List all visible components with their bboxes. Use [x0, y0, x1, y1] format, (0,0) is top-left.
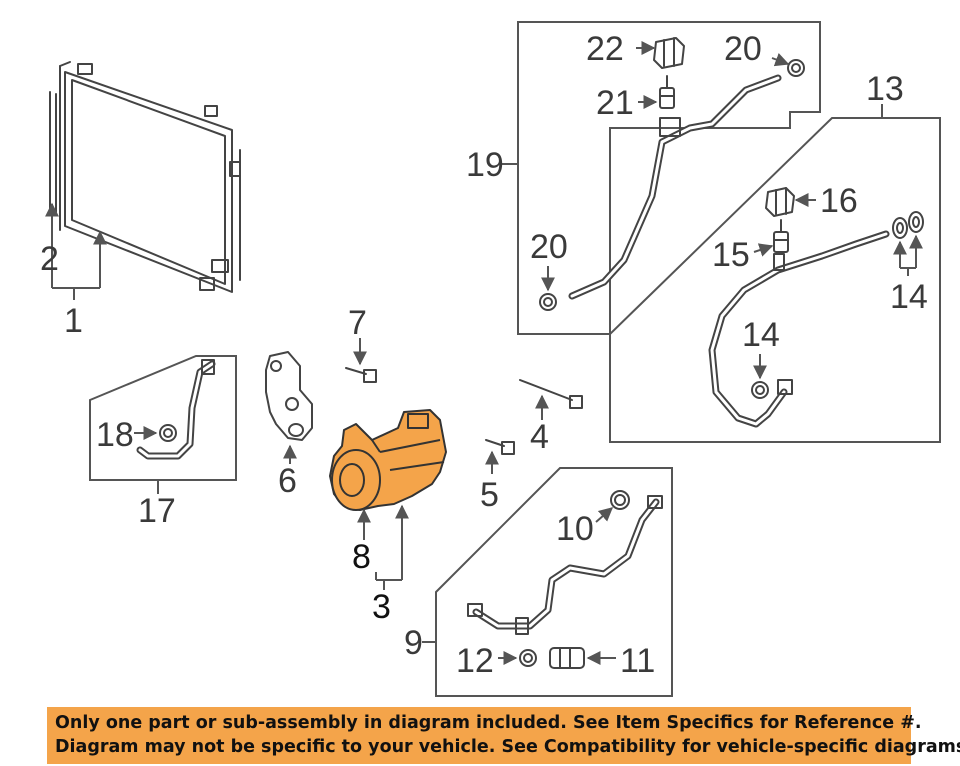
- callout-12: 12: [456, 642, 494, 680]
- callout-6: 6: [278, 462, 297, 500]
- box-19: [517, 21, 821, 335]
- box-9: [435, 467, 673, 697]
- callout-18: 18: [96, 416, 134, 454]
- bracket-6-part: [265, 351, 313, 441]
- box-17: [89, 355, 237, 481]
- valve-15-part: [773, 219, 789, 253]
- leader-14-upper: [893, 234, 923, 276]
- callout-20-upper: 20: [724, 30, 762, 68]
- callout-3: 3: [372, 588, 391, 626]
- leader-2-1: [45, 202, 107, 300]
- oring-10-part: [610, 490, 630, 510]
- callout-2: 2: [40, 240, 59, 278]
- valve-11-part: [549, 647, 585, 669]
- box-13: [609, 117, 941, 443]
- callout-4: 4: [530, 418, 549, 456]
- callout-11: 11: [620, 642, 655, 680]
- bolt-5-part: [485, 439, 515, 455]
- callout-14-upper: 14: [890, 278, 928, 316]
- condenser-part: [49, 61, 241, 293]
- oring-20-lower-part: [539, 293, 557, 311]
- line-17-part: [136, 359, 216, 460]
- leader-8-3: [357, 504, 409, 590]
- oring-14-lower-part: [751, 381, 769, 399]
- callout-17: 17: [138, 492, 176, 530]
- callout-14-lower: 14: [742, 316, 780, 354]
- callout-16: 16: [820, 182, 858, 220]
- orings-14-upper-part: [892, 211, 924, 239]
- leader-10: [595, 507, 614, 523]
- callout-20-lower: 20: [530, 228, 568, 266]
- disclaimer-line-2: Diagram may not be specific to your vehi…: [55, 737, 960, 757]
- callout-21: 21: [596, 84, 634, 122]
- disclaimer-line-1: Only one part or sub-assembly in diagram…: [55, 713, 922, 733]
- callout-19: 19: [466, 146, 504, 184]
- leader-15: [753, 243, 774, 257]
- callout-10: 10: [556, 510, 594, 548]
- leader-20-upper: [771, 53, 790, 67]
- line-19-part: [568, 59, 805, 300]
- callout-9: 9: [404, 624, 423, 662]
- oring-12-part: [519, 649, 537, 667]
- callout-13: 13: [866, 70, 904, 108]
- valve-21-part: [659, 75, 675, 109]
- compressor-part: [329, 409, 447, 511]
- callout-22: 22: [586, 30, 624, 68]
- disclaimer-banner: Only one part or sub-assembly in diagram…: [47, 707, 960, 764]
- bolt-4-part: [519, 379, 583, 409]
- callout-1: 1: [64, 302, 83, 340]
- callout-7: 7: [348, 304, 367, 342]
- cap-16-part: [765, 187, 795, 217]
- callout-8: 8: [352, 538, 371, 576]
- cap-22-part: [653, 37, 685, 69]
- bolt-7-part: [345, 367, 377, 383]
- line-13-part: [708, 230, 890, 428]
- parts-diagram: 2 1 19 22 21 20 20 13: [40, 21, 941, 697]
- callout-5: 5: [480, 476, 499, 514]
- callout-15: 15: [712, 236, 750, 274]
- line-9-part: [467, 495, 663, 635]
